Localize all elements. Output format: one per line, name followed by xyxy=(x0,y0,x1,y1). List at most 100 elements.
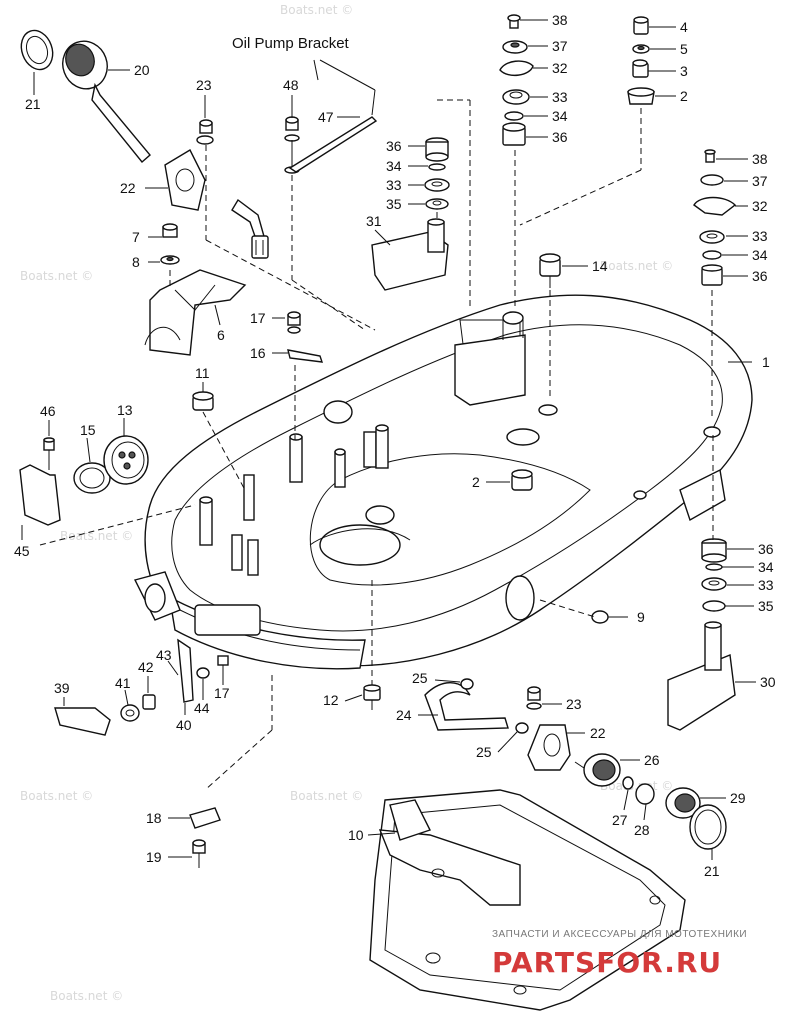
callout: 16 xyxy=(250,345,266,361)
callout: 25 xyxy=(412,670,428,686)
callout: 36 xyxy=(752,268,768,284)
callout: 38 xyxy=(552,12,568,28)
callout: 36 xyxy=(386,138,402,154)
grommet-11 xyxy=(192,391,246,491)
callout: 5 xyxy=(680,41,688,57)
callout: 31 xyxy=(366,213,382,229)
top-right-stack xyxy=(519,16,655,226)
callout: 17 xyxy=(214,685,230,701)
callout: 42 xyxy=(138,659,154,675)
connector-parts xyxy=(574,753,727,850)
hose-assembly xyxy=(424,678,571,771)
callout: 15 xyxy=(80,422,96,438)
callout: 21 xyxy=(704,863,720,879)
callout: 23 xyxy=(196,77,212,93)
clip-16 xyxy=(287,311,324,440)
top-center-stack xyxy=(499,14,534,310)
callout: 45 xyxy=(14,543,30,559)
callout: 10 xyxy=(348,827,364,843)
callout: 38 xyxy=(752,151,768,167)
branding: ЗАПЧАСТИ И АКСЕССУАРЫ ДЛЯ МОТОТЕХНИКИ PA… xyxy=(492,929,747,979)
right-lower-stack xyxy=(667,435,736,731)
watermark: Boats.net © xyxy=(20,789,93,803)
callout: 12 xyxy=(323,692,339,708)
oil-pump-bracket xyxy=(284,59,378,331)
bracket-label: Oil Pump Bracket xyxy=(232,35,350,52)
fuel-connector-parts xyxy=(20,29,269,259)
watermark: Boats.net © xyxy=(20,269,93,283)
lever-parts xyxy=(54,638,273,791)
callout: 37 xyxy=(752,173,768,189)
brand-tagline: ЗАПЧАСТИ И АКСЕССУАРЫ ДЛЯ МОТОТЕХНИКИ xyxy=(492,929,747,940)
callout: 11 xyxy=(195,365,210,381)
callout: 47 xyxy=(318,109,334,125)
callout: 19 xyxy=(146,849,162,865)
callout: 34 xyxy=(758,559,774,575)
callout: 44 xyxy=(194,700,210,716)
callout: 24 xyxy=(396,707,412,723)
callout: 37 xyxy=(552,38,568,54)
callout: 22 xyxy=(590,725,606,741)
clip-18 xyxy=(189,807,221,868)
callout: 33 xyxy=(752,228,768,244)
callout: 7 xyxy=(132,229,140,245)
leader-lines xyxy=(21,19,756,860)
callout: 32 xyxy=(752,198,768,214)
callout: 2 xyxy=(680,88,688,104)
center-small-parts xyxy=(511,469,609,624)
bracket-22-top xyxy=(164,119,376,331)
mount-stack-31 xyxy=(371,99,471,310)
callout: 33 xyxy=(552,89,568,105)
callout: 22 xyxy=(120,180,136,196)
callout: 46 xyxy=(40,403,56,419)
callout: 3 xyxy=(680,63,688,79)
plug-14 xyxy=(539,253,561,400)
left-side-parts xyxy=(19,435,196,546)
watermark: Boats.net © xyxy=(600,259,673,273)
callout: 20 xyxy=(134,62,150,78)
callout: 48 xyxy=(283,77,299,93)
callout: 43 xyxy=(156,647,172,663)
callout-numbers: 38 37 32 33 34 36 4 5 3 2 20 21 23 48 47… xyxy=(14,12,776,879)
bottom-cowling xyxy=(133,294,753,670)
callout: 26 xyxy=(644,752,660,768)
callout: 6 xyxy=(217,327,225,343)
watermark: Boats.net © xyxy=(280,3,353,17)
watermark: Boats.net © xyxy=(290,789,363,803)
callout: 2 xyxy=(472,474,480,490)
callout: 34 xyxy=(752,247,768,263)
callout: 30 xyxy=(760,674,776,690)
callout: 1 xyxy=(762,354,770,370)
callout: 32 xyxy=(552,60,568,76)
callout: 33 xyxy=(758,577,774,593)
callout: 17 xyxy=(250,310,266,326)
base-plate xyxy=(369,789,686,1011)
callout: 34 xyxy=(552,108,568,124)
callout: 13 xyxy=(117,402,133,418)
watermarks: Boats.net © Boats.net © Boats.net © Boat… xyxy=(20,3,673,1003)
callout: 18 xyxy=(146,810,162,826)
callout: 21 xyxy=(25,96,41,112)
callout: 8 xyxy=(132,254,140,270)
callout: 27 xyxy=(612,812,628,828)
bracket-6 xyxy=(144,223,247,356)
callout: 14 xyxy=(592,258,608,274)
callout: 28 xyxy=(634,822,650,838)
callout: 35 xyxy=(758,598,774,614)
callout: 40 xyxy=(176,717,192,733)
plug-12 xyxy=(363,580,381,710)
callout: 41 xyxy=(115,675,131,691)
watermark: Boats.net © xyxy=(600,779,673,793)
callout: 34 xyxy=(386,158,402,174)
callout: 25 xyxy=(476,744,492,760)
watermark: Boats.net © xyxy=(60,529,133,543)
callout: 33 xyxy=(386,177,402,193)
callout: 35 xyxy=(386,196,402,212)
right-stack xyxy=(693,149,737,420)
callout: 29 xyxy=(730,790,746,806)
brand-logo: PARTSFOR.RU xyxy=(492,946,722,979)
callout: 39 xyxy=(54,680,70,696)
watermark: Boats.net © xyxy=(50,989,123,1003)
